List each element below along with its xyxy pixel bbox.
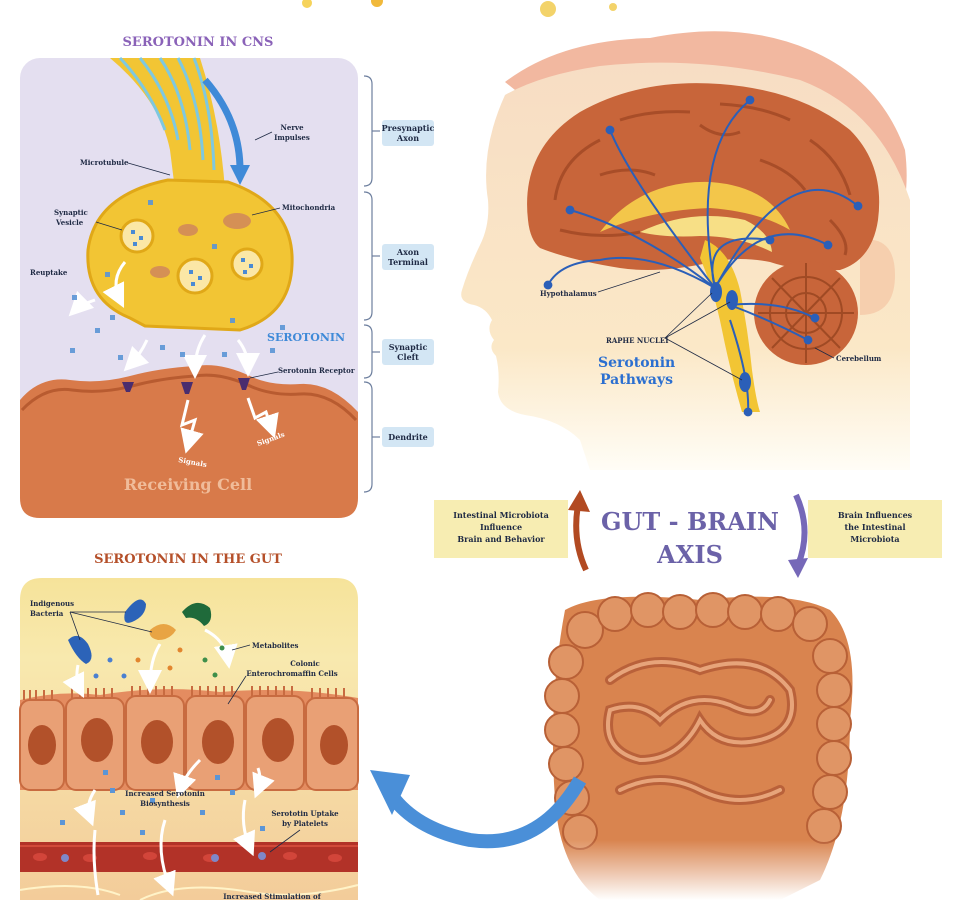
label-mitochondria: Mitochondria bbox=[282, 203, 336, 212]
intestines-illustration bbox=[540, 592, 880, 900]
axis-left-box bbox=[434, 500, 568, 558]
axis-up-arrow bbox=[573, 504, 589, 572]
label-colonic-1: Colonic bbox=[290, 659, 320, 668]
axis-down-arrow bbox=[793, 493, 808, 567]
label-cerebellum: Cerebellum bbox=[836, 354, 882, 363]
axis-right-box bbox=[808, 500, 942, 558]
bracket-label-presynaptic-1: Presynaptic bbox=[382, 123, 435, 133]
intestine-to-gut-arrow bbox=[389, 776, 587, 849]
label-raphe-nuclei: RAPHE NUCLEI bbox=[606, 336, 669, 345]
bracket-label-synaptic-cleft-2: Cleft bbox=[397, 352, 419, 362]
cns-bracket-boxes: Presynaptic Axon Axon Terminal Synaptic … bbox=[382, 120, 435, 447]
label-metabolites: Metabolites bbox=[252, 641, 299, 650]
label-serotonin-uptake-2: by Platelets bbox=[282, 819, 328, 828]
cns-title: SEROTONIN IN CNS bbox=[123, 35, 274, 50]
bracket-label-dendrite: Dendrite bbox=[388, 432, 427, 442]
label-microtubule: Microtubule bbox=[80, 158, 129, 167]
bracket-box-dendrite bbox=[382, 427, 434, 447]
bracket-label-axon-terminal-1: Axon bbox=[396, 247, 419, 257]
bracket-box-presynaptic bbox=[382, 120, 434, 146]
bracket-box-synaptic-cleft bbox=[382, 339, 434, 365]
bracket-box-axon-terminal bbox=[382, 244, 434, 270]
axis-right-line-1: Brain Influences bbox=[838, 510, 913, 520]
axis-right-line-2: the Intestinal bbox=[844, 522, 905, 532]
cns-brackets bbox=[363, 75, 380, 493]
label-reuptake: Reuptake bbox=[30, 268, 68, 277]
bracket-label-synaptic-cleft-1: Synaptic bbox=[389, 342, 428, 352]
label-colonic-2: Enterochromaffin Cells bbox=[246, 669, 337, 678]
axis-title-1: GUT - BRAIN bbox=[601, 507, 779, 536]
label-indigenous-2: Bacteria bbox=[30, 609, 64, 618]
axis-section: Intestinal Microbiota Influence Brain an… bbox=[434, 490, 942, 578]
decorative-emoji-row bbox=[302, 0, 617, 17]
label-nerve-impulses-2: Impulses bbox=[274, 133, 310, 142]
bracket-label-axon-terminal-2: Terminal bbox=[388, 257, 428, 267]
gut-title: SEROTONIN IN THE GUT bbox=[94, 552, 282, 567]
brain-labels: Hypothalamus RAPHE NUCLEI Serotonin Path… bbox=[540, 271, 882, 388]
axis-title-2: AXIS bbox=[656, 540, 723, 569]
axis-left-line-3: Brain and Behavior bbox=[457, 534, 545, 544]
cns-panel bbox=[20, 56, 358, 518]
label-nerve-impulses-1: Nerve bbox=[280, 123, 304, 132]
bracket-label-presynaptic-2: Axon bbox=[396, 133, 419, 143]
label-serotonin-pathways-2: Pathways bbox=[600, 372, 673, 388]
label-receiving-cell: Receiving Cell bbox=[124, 475, 252, 494]
label-increased-serotonin-2: Biosynthesis bbox=[140, 799, 190, 808]
gut-panel bbox=[19, 578, 359, 900]
label-synaptic-vesicle-2: Vesicle bbox=[55, 218, 84, 227]
label-serotonin-pathways-1: Serotonin bbox=[598, 355, 675, 371]
label-indigenous-1: Indigenous bbox=[30, 599, 74, 608]
label-serotonin-receptor: Serotonin Receptor bbox=[278, 366, 355, 375]
label-synaptic-vesicle-1: Synaptic bbox=[54, 208, 88, 217]
label-serotonin: SEROTONIN bbox=[267, 331, 345, 344]
head-illustration bbox=[461, 31, 910, 471]
cns-labels: Nerve Impulses Microtubule Mitochondria … bbox=[30, 123, 355, 494]
label-increased-stimulation: Increased Stimulation of bbox=[223, 892, 321, 900]
gut-labels: Indigenous Bacteria Metabolites Colonic … bbox=[30, 599, 339, 900]
axis-right-line-3: Microbiota bbox=[850, 534, 899, 544]
label-hypothalamus: Hypothalamus bbox=[540, 289, 597, 298]
label-increased-serotonin-1: Increased Serotonin bbox=[125, 789, 205, 798]
label-serotonin-uptake-1: Serototin Uptake bbox=[271, 809, 339, 818]
axis-left-line-1: Intestinal Microbiota bbox=[453, 510, 549, 520]
axis-left-line-2: Influence bbox=[480, 522, 522, 532]
